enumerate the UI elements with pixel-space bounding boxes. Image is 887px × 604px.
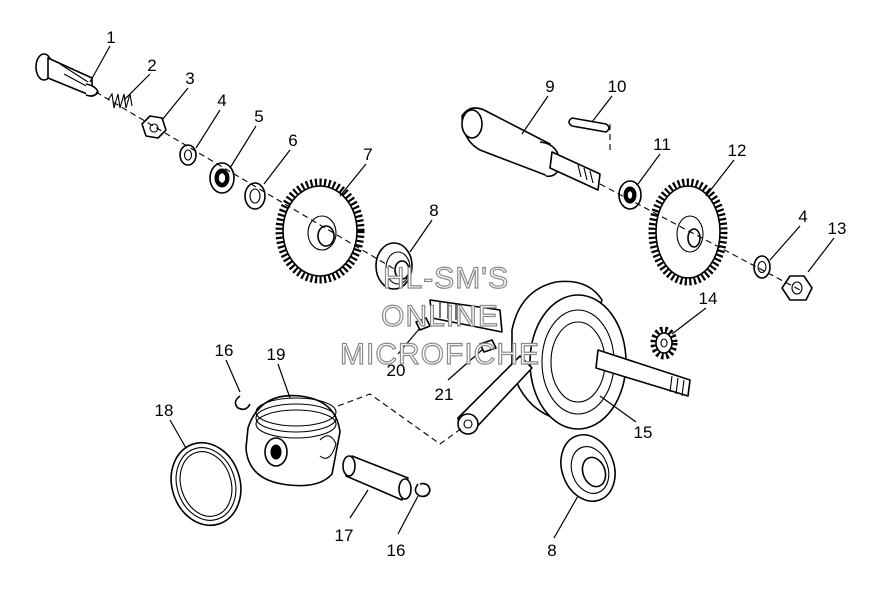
part-18-piston-rings	[170, 441, 242, 527]
callout-9: 9	[545, 77, 554, 96]
part-15-crankshaft	[429, 280, 691, 435]
callout-19: 19	[267, 345, 286, 364]
part-21-key	[479, 339, 497, 353]
callout-18: 18	[155, 401, 174, 420]
callout-17: 17	[335, 526, 354, 545]
part-10-key	[568, 117, 610, 133]
callout-10: 10	[608, 77, 627, 96]
part-7-gear	[275, 178, 365, 284]
part-16-circlip-lower	[414, 482, 431, 498]
part-9-balancer-shaft	[461, 107, 601, 191]
callout-1: 1	[106, 28, 115, 47]
leader-lines	[89, 45, 835, 539]
part-14-sprocket	[650, 326, 678, 360]
callout-4-right: 4	[798, 207, 807, 226]
part-17-wrist-pin	[342, 455, 412, 501]
callout-11: 11	[653, 135, 671, 154]
callout-4-upper: 4	[217, 91, 226, 110]
watermark-line-2: ONLINE	[381, 300, 499, 333]
part-20-key	[415, 317, 431, 331]
part-8-bearing-upper	[375, 242, 413, 290]
callout-2: 2	[147, 56, 156, 75]
watermark-line-3: MICROFICHE	[340, 338, 540, 371]
watermark: HL-SM'S ONLINE MICROFICHE	[339, 261, 540, 371]
callout-8-upper: 8	[429, 201, 438, 220]
part-4-washer-upper	[179, 144, 197, 166]
callout-5: 5	[254, 107, 263, 126]
callout-16-upper: 16	[215, 341, 234, 360]
part-8-bearing-lower	[560, 434, 616, 502]
part-1-pin	[35, 53, 99, 97]
part-11-bearing	[618, 180, 642, 210]
watermark-line-1: HL-SM'S	[383, 262, 509, 295]
callout-13: 13	[828, 219, 847, 238]
callout-20: 20	[387, 361, 406, 380]
callout-labels: 1 2 3 4 5 6 7 8 9 10 11 12 4 13 14 15 16…	[106, 28, 846, 560]
callout-8-lower: 8	[547, 541, 556, 560]
part-16-circlip-upper	[234, 395, 251, 411]
callout-14: 14	[699, 289, 718, 308]
callout-7: 7	[363, 145, 372, 164]
callout-12: 12	[728, 141, 747, 160]
callout-21: 21	[435, 385, 454, 404]
callout-3: 3	[185, 69, 194, 88]
callout-16-lower: 16	[387, 541, 406, 560]
part-4-washer-right	[753, 255, 771, 279]
callout-15: 15	[634, 423, 653, 442]
part-3-nut	[141, 115, 167, 139]
part-19-piston	[245, 394, 341, 487]
part-2-spring	[107, 92, 133, 109]
assembly-axis-lines	[95, 91, 801, 445]
callout-6: 6	[288, 131, 297, 150]
part-12-gear	[648, 178, 728, 286]
